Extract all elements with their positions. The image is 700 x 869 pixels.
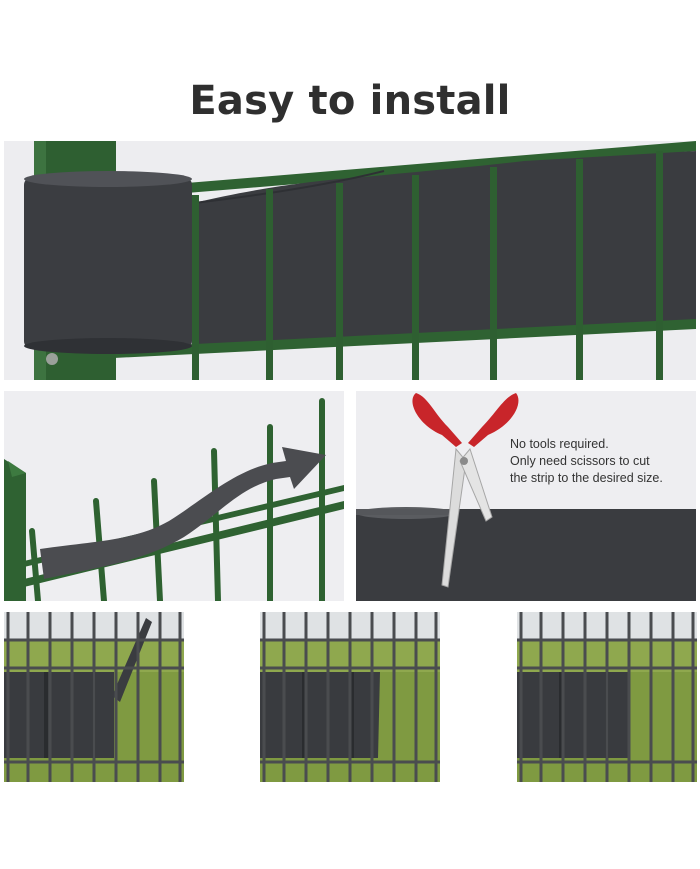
caption-line-1: No tools required. [510, 437, 609, 451]
step-2-panel [260, 612, 440, 782]
no-tools-caption: No tools required. Only need scissors to… [510, 436, 690, 487]
caption-line-3: the strip to the desired size. [510, 471, 663, 485]
page-title: Easy to install [189, 78, 511, 124]
scissors-icon [412, 393, 519, 588]
arrow-icon [40, 447, 326, 579]
step-1-panel [4, 612, 184, 782]
caption-line-2: Only need scissors to cut [510, 454, 650, 468]
step-3-panel [517, 612, 697, 782]
roll-icon [24, 171, 192, 354]
weave-strip-panel [4, 391, 344, 601]
hero-fence-panel [4, 141, 696, 380]
cut-strip-panel: No tools required. Only need scissors to… [356, 391, 696, 601]
